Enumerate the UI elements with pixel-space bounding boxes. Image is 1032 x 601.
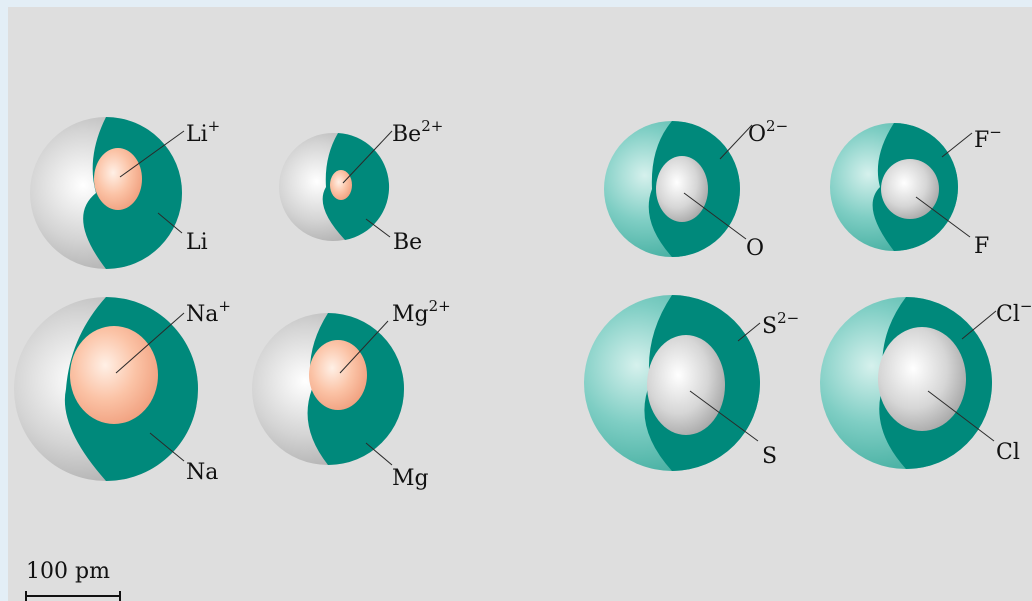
scale-bar-label: 100 pm bbox=[26, 559, 110, 584]
species-mg: Mg2+ Mg bbox=[252, 297, 451, 491]
na-ion-label: Na+ bbox=[186, 297, 231, 327]
mg-ion-label: Mg2+ bbox=[392, 297, 451, 327]
f-atom-label: F bbox=[974, 234, 989, 259]
species-li: Li+ Li bbox=[30, 117, 220, 269]
cl-atom-core bbox=[878, 327, 966, 431]
o-ion-label: O2− bbox=[748, 117, 788, 147]
f-ion-label: F− bbox=[974, 123, 1002, 153]
species-na: Na+ Na bbox=[14, 297, 231, 485]
li-atom-label: Li bbox=[186, 230, 208, 255]
na-ion-sphere bbox=[70, 326, 158, 424]
species-f: F− F bbox=[830, 123, 1002, 259]
mg-ion-sphere bbox=[309, 340, 367, 410]
mg-atom-label: Mg bbox=[392, 466, 429, 491]
be-ion-label: Be2+ bbox=[392, 117, 443, 147]
species-s: S2− S bbox=[584, 295, 799, 471]
cl-ion-label: Cl− bbox=[996, 297, 1032, 327]
diagram-canvas: Li+ Li Be2+ Be O2− O F− F Na bbox=[8, 7, 1032, 601]
f-ion-leader bbox=[942, 133, 972, 157]
species-be: Be2+ Be bbox=[279, 117, 443, 255]
species-cl: Cl− Cl bbox=[820, 297, 1032, 469]
na-atom-label: Na bbox=[186, 460, 218, 485]
be-ion-sphere bbox=[330, 170, 352, 200]
o-atom-core bbox=[656, 156, 708, 222]
f-atom-core bbox=[881, 159, 939, 219]
ion-size-figure: Li+ Li Be2+ Be O2− O F− F Na bbox=[8, 7, 1032, 601]
s-ion-label: S2− bbox=[762, 309, 799, 339]
li-ion-sphere bbox=[94, 148, 142, 210]
o-atom-label: O bbox=[746, 236, 764, 261]
be-atom-label: Be bbox=[393, 230, 422, 255]
cl-atom-label: Cl bbox=[996, 440, 1020, 465]
s-atom-core bbox=[647, 335, 725, 435]
species-o: O2− O bbox=[604, 117, 788, 261]
li-ion-label: Li+ bbox=[186, 117, 220, 147]
s-atom-label: S bbox=[762, 444, 777, 469]
mg-atom-leader bbox=[366, 443, 392, 465]
scale-bar: 100 pm bbox=[26, 559, 120, 601]
